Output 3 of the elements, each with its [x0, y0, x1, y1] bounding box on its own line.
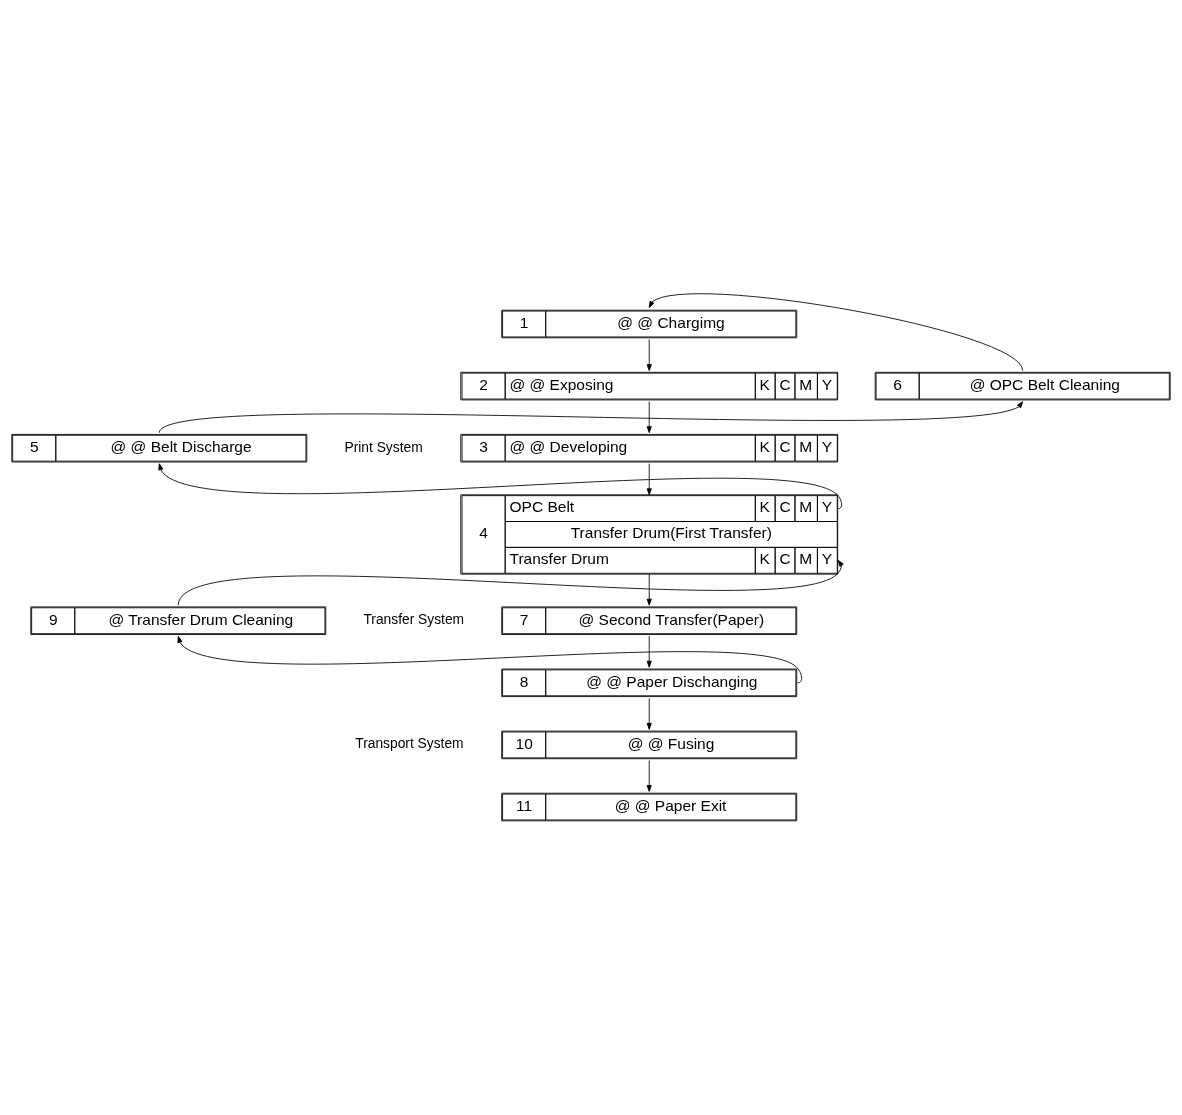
label: Transfer System: [363, 611, 465, 627]
label: Print System: [344, 438, 423, 454]
label: Transport System: [355, 735, 464, 751]
